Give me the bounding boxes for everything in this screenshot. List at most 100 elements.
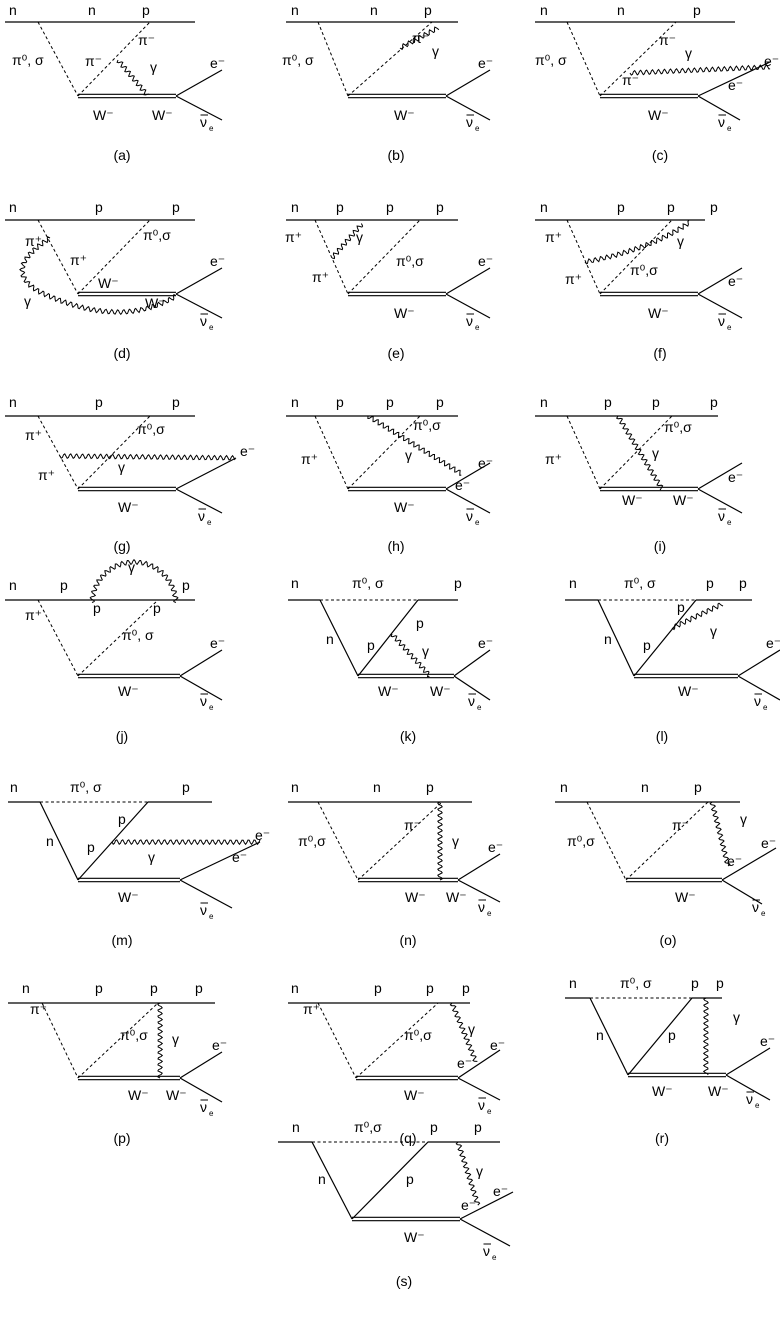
label-top_right: p — [172, 394, 180, 410]
neutrino-subscript: e — [207, 518, 212, 527]
label-top_right: p — [462, 980, 470, 996]
label-electron: e⁻ — [488, 839, 503, 855]
photon-line — [584, 220, 690, 265]
neutrino-subscript: e — [492, 1253, 497, 1262]
label-electron: e⁻ — [478, 253, 493, 269]
label-nucleon_upper: p — [416, 615, 424, 631]
label-photon: γ — [710, 623, 717, 639]
label-top_mid1: p — [374, 980, 382, 996]
label-electron: e⁻ — [478, 55, 493, 71]
label-electron: e⁻ — [490, 1037, 505, 1053]
label-w_right: W⁻ — [708, 1083, 729, 1099]
neutrino-subscript: e — [475, 518, 480, 527]
label-top_mid: p — [60, 577, 68, 593]
label-top_right: p — [142, 2, 150, 18]
neutrino-label: ν — [200, 902, 207, 918]
neutrino-line — [453, 675, 491, 701]
label-w_right: W⁻ — [430, 683, 451, 699]
photon-line — [89, 558, 179, 603]
neutrino-line — [179, 879, 233, 909]
diagram-caption: (i) — [654, 538, 666, 554]
neutrino-line — [459, 1218, 511, 1247]
label-meson_right: π⁰,σ — [404, 1027, 432, 1043]
neutrino-label: ν — [466, 114, 473, 130]
photon-line — [111, 839, 261, 846]
label-top_right: p — [693, 2, 701, 18]
label-meson_upper: π⁻ — [659, 32, 676, 48]
label-meson_left: π⁰, σ — [282, 52, 314, 68]
label-top_left: n — [569, 975, 577, 991]
label-top_left: n — [569, 575, 577, 591]
label-electron: e⁻ — [210, 55, 225, 71]
meson-line — [37, 415, 79, 490]
neutrino-subscript: e — [475, 323, 480, 332]
neutrino-subscript: e — [209, 124, 214, 133]
meson-line — [37, 599, 79, 677]
label-photon: γ — [118, 459, 125, 475]
label-top_left: n — [291, 2, 299, 18]
meson-line — [77, 219, 151, 295]
meson-line — [77, 599, 159, 677]
label-meson_inner: π⁺ — [565, 271, 582, 287]
meson-line — [77, 21, 151, 97]
electron-line — [725, 1047, 771, 1076]
diagram-caption: (r) — [655, 1130, 669, 1146]
meson-line — [566, 415, 601, 490]
label-nucleon_left: n — [46, 833, 54, 849]
neutrino-line — [445, 293, 491, 319]
label-top_right: p — [195, 980, 203, 996]
label-electron_inner: e⁻ — [232, 849, 247, 865]
meson-line — [317, 1002, 357, 1079]
label-photon: γ — [740, 811, 747, 827]
label-w_right: W⁻ — [446, 889, 467, 905]
label-top_mid2: p — [386, 199, 394, 215]
neutrino-line — [457, 1077, 501, 1101]
label-w: W⁻ — [648, 305, 669, 321]
label-top_right: p — [474, 1119, 482, 1135]
label-top_mid1: p — [95, 980, 103, 996]
label-photon: γ — [148, 849, 155, 865]
label-top_mid: p — [706, 575, 714, 591]
label-w_right: W⁻ — [673, 492, 694, 508]
label-top_mid: n — [641, 779, 649, 795]
label-top_right: p — [436, 394, 444, 410]
diagram-caption: (n) — [399, 932, 416, 948]
label-top_left: n — [22, 980, 30, 996]
photon-line — [449, 1002, 478, 1062]
label-photon: γ — [24, 293, 31, 309]
neutrino-subscript: e — [209, 1109, 214, 1118]
label-photon: γ — [468, 1021, 475, 1037]
label-w_left: W⁻ — [378, 683, 399, 699]
label-meson_left: π⁺ — [285, 229, 302, 245]
neutrino-line — [737, 675, 780, 701]
meson-line — [317, 801, 359, 881]
label-meson_left: π⁺ — [303, 1001, 320, 1017]
photon-line — [399, 26, 440, 51]
label-photon: γ — [150, 59, 157, 75]
label-top_right: p — [454, 575, 462, 591]
label-meson_top: π⁰, σ — [352, 575, 384, 591]
neutrino-line — [457, 879, 501, 903]
photon-line — [331, 223, 364, 260]
neutrino-subscript: e — [209, 912, 214, 921]
label-photon: γ — [652, 445, 659, 461]
meson-line — [314, 219, 349, 295]
label-top_left: n — [540, 199, 548, 215]
label-meson_inner: π⁻ — [672, 817, 689, 833]
photon-line — [116, 59, 150, 96]
meson-line — [41, 1002, 79, 1079]
electron-line — [697, 61, 771, 97]
label-w_left: W⁻ — [622, 492, 643, 508]
label-w_left: W⁻ — [93, 107, 114, 123]
label-top_left: n — [9, 577, 17, 593]
neutrino-label: ν — [466, 313, 473, 329]
neutrino-subscript: e — [755, 1101, 760, 1110]
label-photon: γ — [405, 447, 412, 463]
label-photon: γ — [432, 43, 439, 59]
